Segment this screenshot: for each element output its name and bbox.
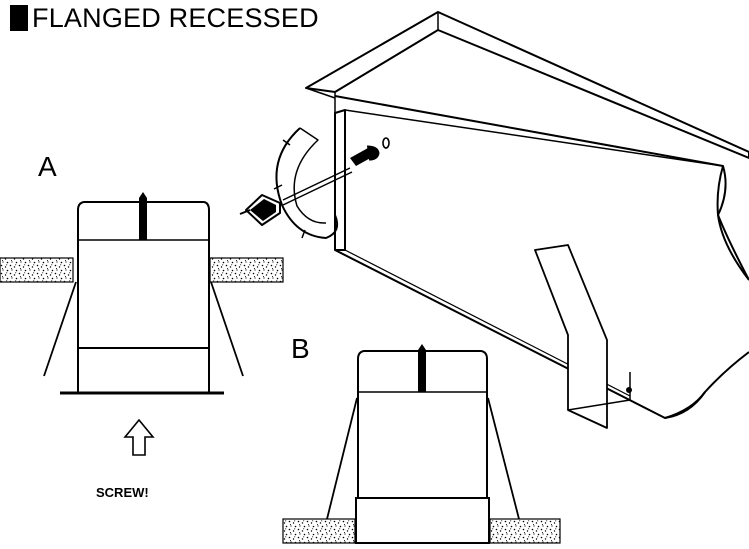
housing-bracket: [534, 244, 608, 429]
fixture-a: [0, 192, 284, 456]
fixture-b-trim: [355, 497, 490, 544]
housing-screw-hole: [382, 137, 390, 149]
screwdriver-icon: [239, 194, 281, 226]
retaining-ring-icon: [273, 127, 339, 239]
fixture-b: [282, 344, 561, 544]
page-title: FLANGED RECESSED: [10, 2, 319, 34]
ceiling-slab-a-left: [0, 257, 74, 283]
housing-assembly: [239, 11, 749, 429]
screw-note: SCREW!: [96, 485, 149, 500]
title-square-icon: [10, 5, 28, 31]
title-text: FLANGED RECESSED: [32, 3, 319, 33]
screw-arrow-icon: [123, 418, 155, 456]
ceiling-slab-b-right: [489, 518, 561, 544]
fixture-a-trim: [77, 347, 210, 394]
fixture-a-screw: [139, 198, 147, 240]
ceiling-slab-b-left: [282, 518, 356, 544]
label-b: B: [291, 333, 310, 364]
ceiling-slab-a-right: [209, 257, 284, 283]
fixture-b-screw: [418, 350, 426, 392]
housing-screw-icon: [350, 145, 380, 166]
label-a: A: [38, 151, 57, 182]
